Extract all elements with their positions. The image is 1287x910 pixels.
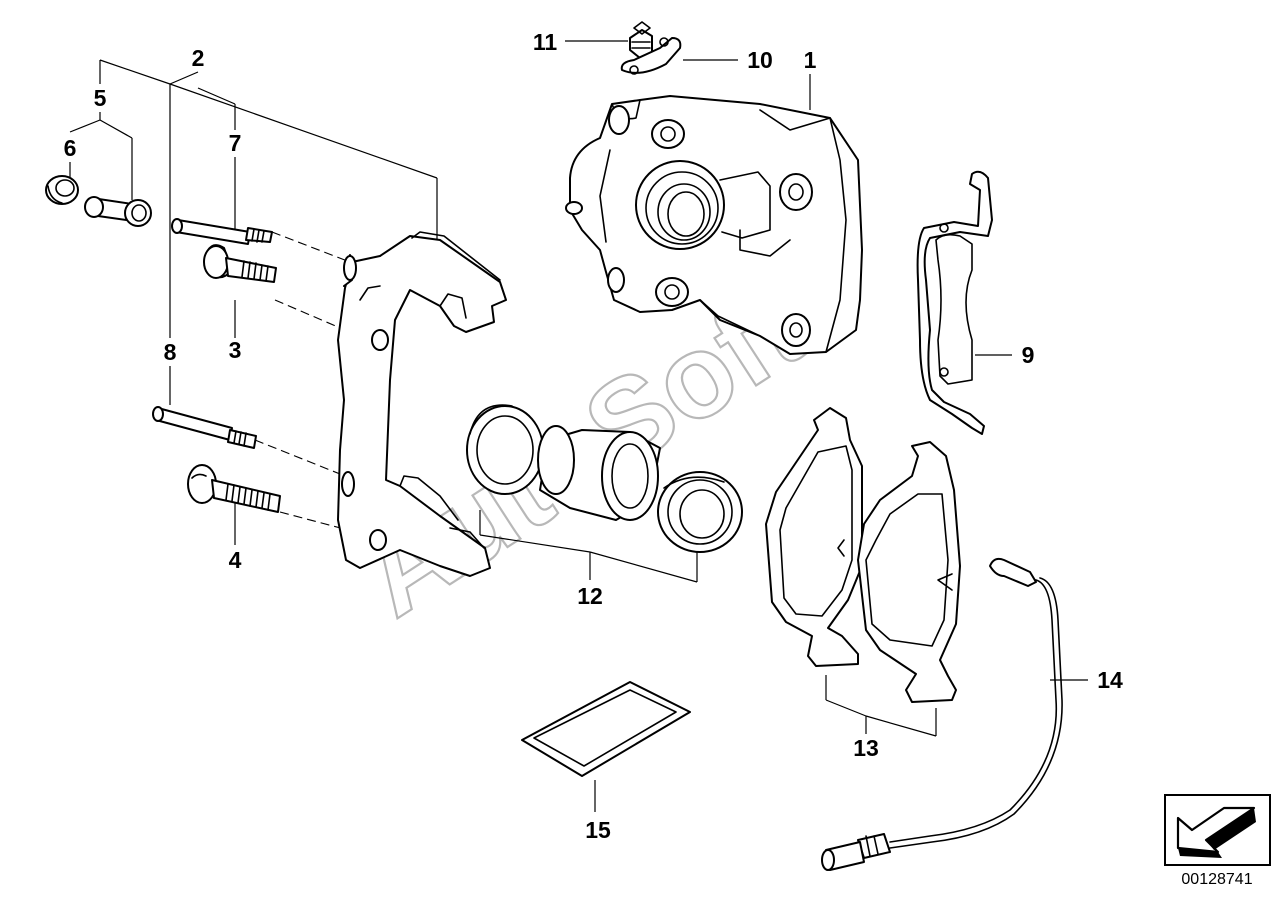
- part-12-piston: [537, 425, 661, 521]
- callout-7: 7: [229, 130, 242, 156]
- callout-12: 12: [577, 583, 603, 609]
- part-15-grease-packet: [521, 681, 691, 777]
- callout-5: 5: [94, 85, 107, 111]
- part-10-clip: [620, 37, 682, 75]
- callout-13: 13: [853, 735, 879, 761]
- assembly-lines: [254, 231, 351, 531]
- callout-2: 2: [192, 45, 205, 71]
- document-number: 00128741: [1181, 871, 1252, 888]
- callout-10: 10: [747, 47, 773, 73]
- part-13-pad-outer: [857, 441, 961, 703]
- callout-8: 8: [164, 339, 177, 365]
- part-8-guide-pin: [152, 406, 257, 449]
- part-4-bolt: [187, 464, 281, 513]
- callout-4: 4: [229, 547, 242, 573]
- callout-14: 14: [1097, 667, 1123, 693]
- callout-9: 9: [1022, 342, 1035, 368]
- part-14-wear-sensor: [821, 557, 1063, 871]
- part-13-pad-inner: [765, 407, 863, 667]
- part-9-spring: [916, 170, 993, 435]
- part-1-caliper: [565, 95, 863, 355]
- callout-6: 6: [64, 135, 77, 161]
- callout-11: 11: [533, 29, 558, 55]
- part-12-piston-seal: [466, 404, 544, 495]
- arrow-icon: [1164, 794, 1271, 866]
- callout-15: 15: [585, 817, 611, 843]
- callout-3: 3: [229, 337, 242, 363]
- part-12-boot: [657, 471, 743, 553]
- part-7-guide-pin: [171, 218, 273, 245]
- part-5-bushing: [84, 196, 152, 227]
- part-3-bolt: [203, 244, 277, 283]
- callouts: 1 2 3 4 5 6 7 8 9 10 11 12 13 14 15: [64, 29, 1123, 843]
- callout-1: 1: [804, 47, 817, 73]
- leader-lines: [69, 40, 1088, 812]
- part-6-cap: [45, 175, 79, 205]
- part-2-carrier: [337, 231, 507, 577]
